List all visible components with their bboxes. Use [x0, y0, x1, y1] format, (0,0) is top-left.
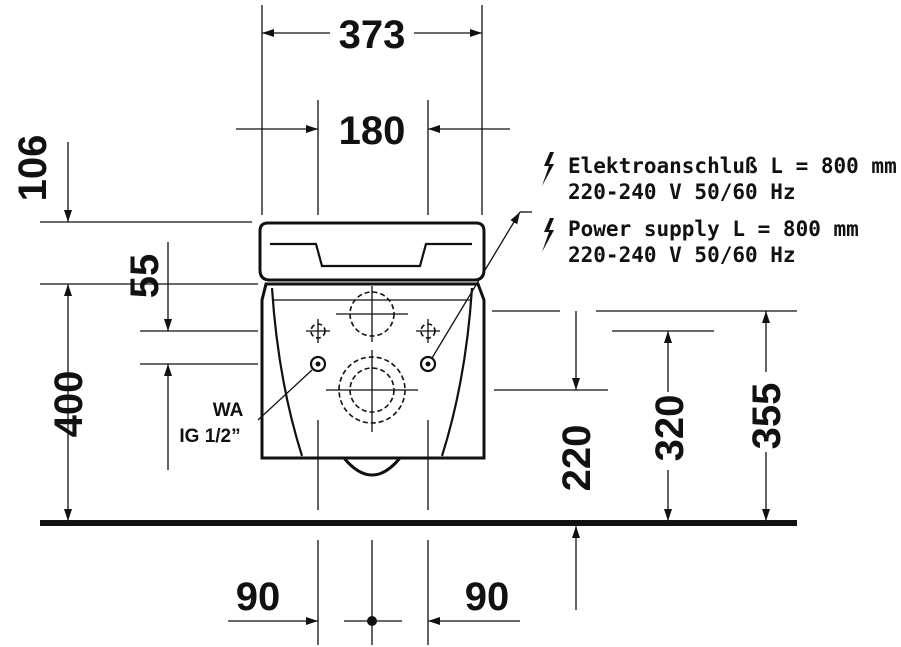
- wa-label: WA: [213, 400, 244, 421]
- dimension-320-label: 320: [648, 395, 692, 462]
- dimension-55-label: 55: [123, 254, 167, 299]
- water-connection-callout: WA IG 1/2”: [179, 369, 313, 447]
- dimension-400-label: 400: [47, 371, 91, 438]
- dimension-220: 220: [492, 310, 608, 610]
- dimension-left-90-label: 90: [236, 575, 281, 619]
- water-inlet: [309, 355, 327, 373]
- power-inlet: [419, 355, 437, 373]
- dimension-106: 106: [11, 135, 252, 223]
- ig-label: IG 1/2”: [179, 426, 240, 447]
- dimension-220-label: 220: [555, 425, 599, 492]
- dimension-right-90-label: 90: [465, 575, 510, 619]
- dimension-400: 400: [40, 283, 258, 521]
- dimension-373-label: 373: [339, 13, 406, 57]
- power-leader-line: [431, 211, 521, 359]
- dimension-106-label: 106: [11, 135, 55, 202]
- dimension-bottom-90: 90 90: [228, 540, 520, 645]
- dimension-320: 320: [612, 330, 714, 521]
- dimension-355-label: 355: [745, 383, 789, 450]
- note-de-line1: Elektroanschluß L = 800 mm: [568, 154, 897, 178]
- note-en-line1: Power supply L = 800 mm: [568, 217, 859, 241]
- dimension-55: 55: [123, 242, 258, 470]
- dimension-180-label: 180: [339, 109, 406, 153]
- lightning-icon: [542, 152, 554, 186]
- dimension-180: 180: [236, 100, 510, 215]
- dimension-355: 355: [596, 310, 797, 521]
- note-de-line2: 220-240 V 50/60 Hz: [568, 180, 796, 204]
- lightning-icon: [542, 218, 554, 252]
- dimension-373: 373: [261, 5, 483, 215]
- note-en-line2: 220-240 V 50/60 Hz: [568, 243, 796, 267]
- toilet-unit: [258, 221, 486, 477]
